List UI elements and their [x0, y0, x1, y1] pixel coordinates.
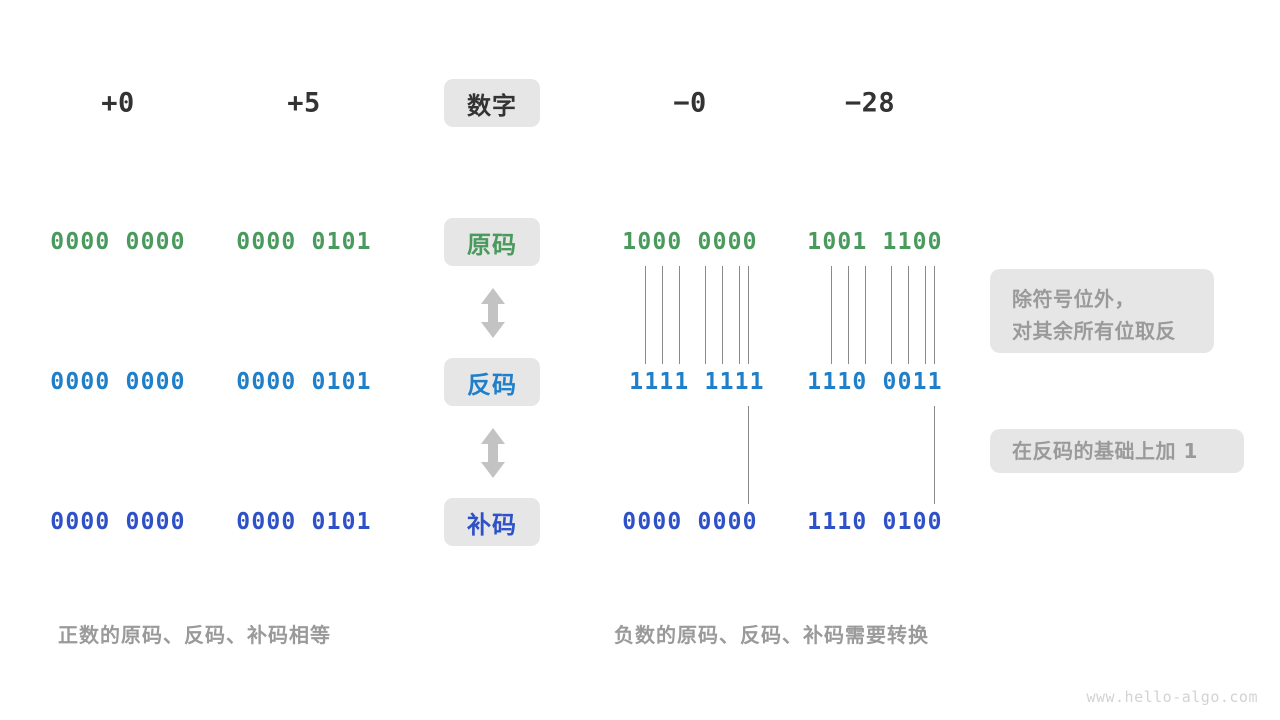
connector-line: [662, 266, 663, 364]
row-label-number: 数字: [444, 79, 540, 127]
connector-line: [645, 266, 646, 364]
connector-line: [865, 266, 866, 364]
connector-line: [934, 266, 935, 364]
bits-twos-complement-minus0: 0000 0000: [622, 509, 758, 535]
carry-connector-line: [748, 406, 749, 504]
bits-sign-magnitude-minus0: 1000 0000: [622, 229, 758, 255]
row-label-twos-complement: 补码: [444, 498, 540, 546]
connector-line: [891, 266, 892, 364]
connector-line: [831, 266, 832, 364]
note-invert-bits: 除符号位外， 对其余所有位取反: [990, 269, 1214, 353]
connector-line: [848, 266, 849, 364]
bits-sign-magnitude-plus0: 0000 0000: [50, 229, 186, 255]
row-label-ones-complement: 反码: [444, 358, 540, 406]
connector-line: [748, 266, 749, 364]
connector-line: [705, 266, 706, 364]
up-down-arrow-sign-to-ones: [478, 286, 508, 340]
connector-line: [739, 266, 740, 364]
bits-ones-complement-minus0: 1111 1111: [629, 369, 765, 395]
bits-sign-magnitude-minus28: 1001 1100: [807, 229, 943, 255]
column-header-minus28: −28: [844, 87, 896, 119]
bits-twos-complement-plus5: 0000 0101: [236, 509, 372, 535]
column-header-plus0: +0: [101, 87, 135, 119]
note-add-one: 在反码的基础上加 1: [990, 429, 1244, 473]
carry-connector-line: [934, 406, 935, 504]
bits-ones-complement-plus0: 0000 0000: [50, 369, 186, 395]
column-header-plus5: +5: [287, 87, 321, 119]
bits-ones-complement-plus5: 0000 0101: [236, 369, 372, 395]
column-header-minus0: −0: [673, 87, 707, 119]
connector-line: [925, 266, 926, 364]
bits-twos-complement-minus28: 1110 0100: [807, 509, 943, 535]
bits-ones-complement-minus28: 1110 0011: [807, 369, 943, 395]
caption-negative: 负数的原码、反码、补码需要转换: [614, 623, 929, 647]
connector-line: [722, 266, 723, 364]
bits-sign-magnitude-plus5: 0000 0101: [236, 229, 372, 255]
watermark: www.hello-algo.com: [1086, 688, 1258, 706]
connector-line: [679, 266, 680, 364]
bits-twos-complement-plus0: 0000 0000: [50, 509, 186, 535]
caption-positive: 正数的原码、反码、补码相等: [58, 623, 331, 647]
connector-line: [908, 266, 909, 364]
up-down-arrow-ones-to-twos: [478, 426, 508, 480]
row-label-sign-magnitude: 原码: [444, 218, 540, 266]
